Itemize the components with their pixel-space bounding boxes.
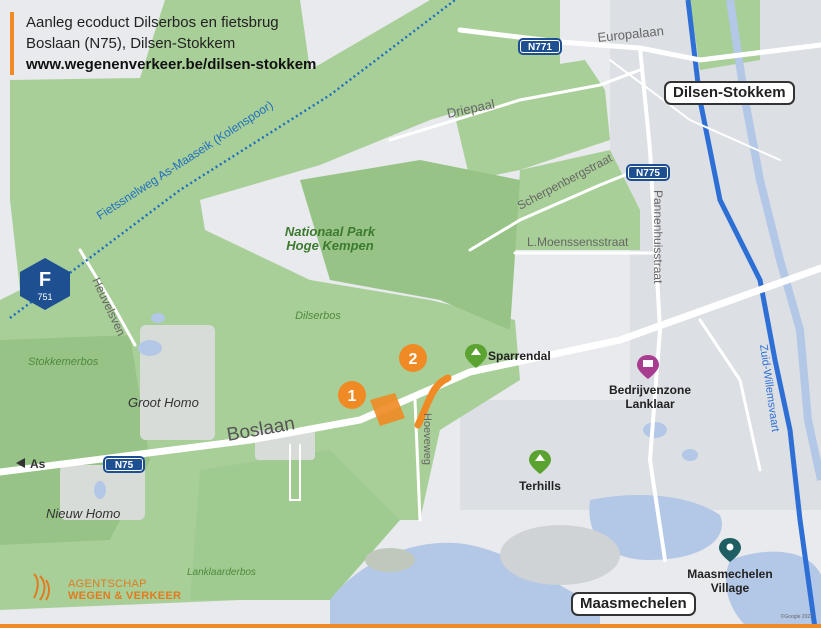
bottom-accent-bar xyxy=(0,624,821,628)
terhills-hill xyxy=(500,525,620,585)
svg-text:N771: N771 xyxy=(528,42,552,53)
poi-sparrendal-label: Sparrendal xyxy=(488,349,551,363)
marker-2[interactable]: 2 xyxy=(399,344,427,372)
label-hoeveweg: Hoeveweg xyxy=(421,413,433,465)
marker-1-label: 1 xyxy=(348,388,357,405)
road-badge-n75: N75 xyxy=(103,456,145,473)
svg-text:Lanklaar: Lanklaar xyxy=(625,397,675,411)
road-badge-n771: N771 xyxy=(518,38,562,55)
svg-text:Maasmechelen: Maasmechelen xyxy=(687,567,772,581)
city-label-dilsen-stokkem: Dilsen-Stokkem xyxy=(664,81,795,105)
svg-text:N775: N775 xyxy=(636,168,660,179)
poi-maasmechelen-village[interactable]: Maasmechelen Village xyxy=(687,538,773,595)
map-copyright: ©Google 2022 xyxy=(780,614,813,620)
park-name-line2: Hoge Kempen xyxy=(286,238,373,253)
shopping-icon xyxy=(726,543,734,551)
ecoduct-site[interactable] xyxy=(370,393,405,426)
header-block: Aanleg ecoduct Dilserbos en fietsbrug Bo… xyxy=(10,12,316,75)
svg-text:Bedrijvenzone: Bedrijvenzone xyxy=(609,383,691,397)
svg-text:N75: N75 xyxy=(115,460,134,471)
agency-logo-icon xyxy=(33,573,50,601)
poi-terhills[interactable]: Terhills xyxy=(519,450,561,493)
tree-icon xyxy=(535,454,545,461)
label-groot-homo: Groot Homo xyxy=(128,395,199,410)
label-pannenhuisstraat: Pannenhuisstraat xyxy=(651,190,665,284)
agency-logo: AGENTSCHAP WEGEN & VERKEER xyxy=(60,578,181,602)
cycle-highway-route xyxy=(9,0,456,319)
agency-logo-line2: WEGEN & VERKEER xyxy=(68,590,182,602)
label-stokkemerbos: Stokkemerbos xyxy=(28,356,99,368)
city-label-maasmechelen: Maasmechelen xyxy=(571,592,696,616)
label-moenssensstraat: L.Moenssensstraat xyxy=(527,235,629,249)
hill-dotted xyxy=(365,548,415,572)
direction-as: As xyxy=(16,457,46,471)
poi-sparrendal[interactable]: Sparrendal xyxy=(465,344,551,368)
header-title-line2: Boslaan (N75), Dilsen-Stokkem xyxy=(26,35,236,52)
label-lanklaarderbos: Lanklaarderbos xyxy=(187,567,256,578)
label-dilserbos: Dilserbos xyxy=(295,310,341,322)
svg-text:Terhills: Terhills xyxy=(519,479,561,493)
agency-logo-line1: AGENTSCHAP xyxy=(68,578,147,590)
header-title-line1: Aanleg ecoduct Dilserbos en fietsbrug xyxy=(26,14,279,31)
marker-1[interactable]: 1 xyxy=(338,381,366,409)
poi-bedrijvenzone[interactable]: Bedrijvenzone Lanklaar xyxy=(609,355,691,411)
label-nieuw-homo: Nieuw Homo xyxy=(46,506,120,521)
factory-icon xyxy=(643,360,653,367)
svg-text:F: F xyxy=(39,269,51,291)
road-badge-n775: N775 xyxy=(626,164,670,181)
svg-text:As: As xyxy=(30,457,46,471)
fietsroute-f751-badge: F 751 xyxy=(20,258,70,310)
fietsbrug-site[interactable] xyxy=(414,374,452,429)
label-europalaan: Europalaan xyxy=(597,23,665,45)
header-url[interactable]: www.wegenenverkeer.be/dilsen-stokkem xyxy=(26,56,317,73)
svg-text:Village: Village xyxy=(711,581,750,595)
tree-icon xyxy=(471,348,481,355)
park-name-line1: Nationaal Park xyxy=(285,224,376,239)
canal xyxy=(685,0,818,628)
marker-2-label: 2 xyxy=(409,351,418,368)
svg-text:751: 751 xyxy=(37,292,52,302)
